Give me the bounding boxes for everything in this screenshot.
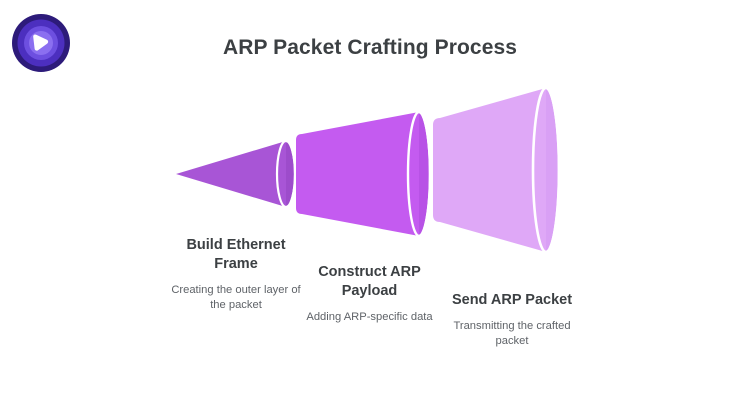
funnel-label-stage-1-description: Creating the outer layer of the packet (171, 284, 301, 312)
funnel-label-stage-2: Construct ARP Payload Adding ARP-specifi… (297, 263, 442, 325)
funnel-stage-3-body (433, 88, 546, 252)
funnel-stage-1 (176, 139, 297, 209)
logo-icon (12, 14, 70, 72)
funnel-label-stage-3-title: Send ARP Packet (451, 292, 573, 308)
funnel-stage-2 (296, 110, 432, 238)
page-title: ARP Packet Crafting Process (222, 36, 518, 59)
funnel-stage-2-cap-edge (406, 110, 432, 238)
funnel-label-stage-3: Send ARP Packet Transmitting the crafted… (437, 291, 587, 349)
funnel-stage-2-body (296, 112, 419, 236)
app-logo (10, 12, 72, 74)
funnel-label-stage-1: Build Ethernet Frame Creating the outer … (166, 236, 306, 313)
funnel-label-stage-2-description: Adding ARP-specific data (306, 311, 433, 324)
funnel-stage-1-cap-edge (275, 139, 297, 209)
funnel-label-stage-2-title: Construct ARP Payload (318, 264, 421, 300)
funnel-stage-1-body (176, 141, 286, 207)
funnel-stage-3 (433, 86, 561, 254)
funnel-label-stage-1-title: Build Ethernet Frame (186, 237, 286, 273)
logo-play-glyph (33, 34, 49, 51)
funnel-label-stage-3-description: Transmitting the crafted packet (453, 320, 571, 348)
funnel-stage-3-cap-edge (531, 86, 561, 254)
